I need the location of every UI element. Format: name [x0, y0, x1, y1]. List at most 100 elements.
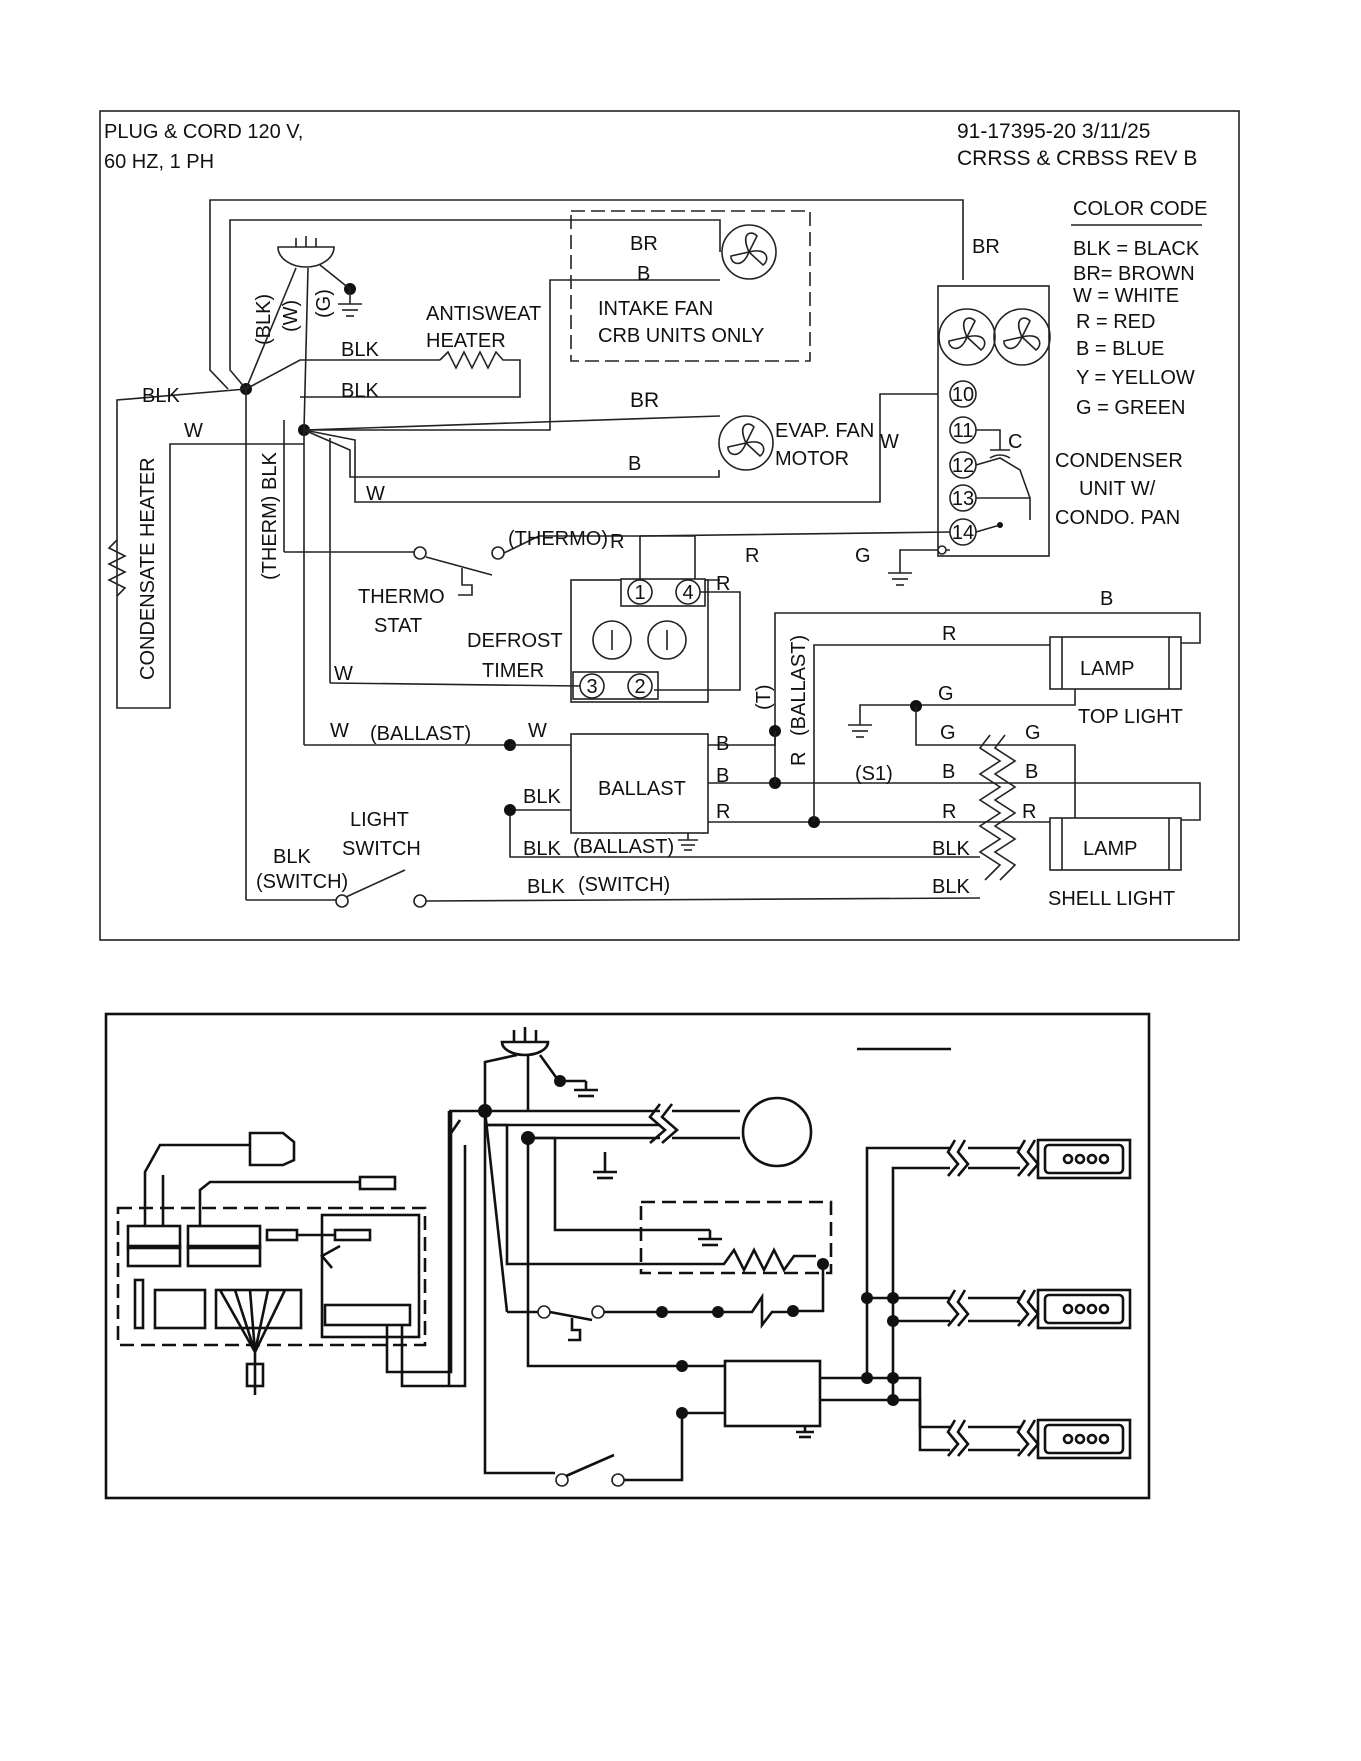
- condenser-terminal: 11: [949, 416, 977, 444]
- svg-text:14: 14: [952, 522, 974, 544]
- wire-label-b: B: [1025, 761, 1038, 783]
- wire-b-evap: [303, 429, 720, 478]
- timer-terminal: 4: [675, 579, 701, 605]
- wire-label-blk: BLK: [932, 876, 970, 898]
- wire-r-timer: [654, 591, 741, 691]
- antisweat-heater-icon: [300, 350, 521, 398]
- wire-label-br: BR: [630, 233, 658, 255]
- timer-dial-icon: [647, 620, 687, 660]
- wire-label-b: B: [716, 733, 729, 755]
- ground-wire: [319, 264, 351, 290]
- pointer-arrow-icon: [319, 1244, 341, 1269]
- svg-text:10: 10: [952, 384, 974, 406]
- wire-w-condenser: [303, 393, 950, 503]
- terminal-block: [126, 1244, 182, 1268]
- wire-label-g: G: [1025, 722, 1041, 744]
- wire-trunk-switch: [483, 1111, 555, 1475]
- wire-b-intake: [304, 279, 720, 431]
- svg-text:13: 13: [952, 488, 974, 510]
- wire-blk-antisweat: [245, 359, 440, 390]
- ballast-box: [570, 733, 709, 834]
- ground-icon: [593, 1170, 617, 1180]
- ground-icon: [848, 724, 872, 738]
- fuse-icon: [333, 1228, 372, 1242]
- condenser-ground-terminal: [937, 545, 947, 555]
- wire-label-blk: BLK: [259, 452, 281, 490]
- wire-label-blk: BLK: [142, 385, 180, 407]
- condenser-sublabel: CONDO. PAN: [1055, 507, 1180, 529]
- top-lamp-label: LAMP: [1080, 658, 1134, 680]
- lamp-fixture-icon: [1036, 1138, 1132, 1180]
- timer-terminal: 1: [627, 579, 653, 605]
- harness-wire: [253, 1289, 270, 1353]
- shell-light-label: SHELL LIGHT: [1048, 888, 1175, 910]
- blk-lead: [245, 267, 297, 390]
- ground-icon: [888, 572, 912, 586]
- light-switch-contact: [413, 894, 427, 908]
- wire-label-g: G: [938, 683, 954, 705]
- top-lamp-box: [1049, 636, 1182, 690]
- defrost-timer-sublabel: TIMER: [482, 660, 544, 682]
- condenser-sublabel: UNIT W/: [1079, 478, 1156, 500]
- connector-break-icon: [978, 734, 1002, 881]
- connector-break-icon: [648, 1103, 667, 1144]
- capacitor-icon: [989, 449, 1011, 459]
- condenser-terminal: 10: [949, 380, 977, 408]
- power-plug-icon: [500, 1027, 550, 1057]
- intake-fan-icon: [721, 224, 777, 280]
- wire-lamp-feed: [820, 1166, 950, 1402]
- wire-label-blk: BLK: [932, 838, 970, 860]
- wire-label-blk: BLK: [341, 339, 379, 361]
- wire-label-r: R: [788, 752, 810, 766]
- evap-fan-sublabel: MOTOR: [775, 448, 849, 470]
- ballast-junction: [504, 804, 516, 816]
- wire-label-g: G: [855, 545, 871, 567]
- thermostat-contact: [413, 546, 427, 560]
- wire-br-evap: [303, 415, 721, 431]
- light-switch-contact: [555, 1473, 569, 1487]
- wire-b-lamp-shell: [708, 782, 1201, 821]
- plug-ground-lead: [538, 1054, 560, 1081]
- harness-wire: [253, 1289, 287, 1353]
- svg-text:1: 1: [634, 582, 645, 604]
- fan-motor-icon: [741, 1096, 813, 1168]
- wire-label-r: R: [942, 623, 956, 645]
- terminal-block: [186, 1224, 262, 1250]
- ground-icon: [605, 1228, 722, 1247]
- wire-r-lamp-top: [813, 644, 1050, 822]
- wire-label-thermo: (THERMO): [508, 528, 608, 550]
- condenser-terminal: 12: [949, 451, 977, 479]
- thermostat-sublabel: STAT: [374, 615, 422, 637]
- wire-label-blk: BLK: [273, 846, 311, 868]
- antisweat-heater-label: ANTISWEAT: [426, 303, 541, 325]
- wire-label-r: R: [745, 545, 759, 567]
- harness-connector-icon: [245, 1362, 265, 1388]
- wire-label-w: W: [184, 420, 203, 442]
- wire-trunk: [485, 1123, 540, 1266]
- harness-wire: [233, 1289, 257, 1353]
- capacitor-wire: [975, 457, 1031, 499]
- wire-label-switch: (SWITCH): [256, 871, 348, 893]
- harness-wire: [218, 1289, 257, 1395]
- plug-lead: [483, 1053, 518, 1111]
- break-switch-icon: [718, 1292, 790, 1329]
- color-code-item: R = RED: [1076, 311, 1155, 333]
- condenser-switch-contact: [997, 522, 1003, 528]
- wire-g-top: [859, 689, 1076, 725]
- antisweat-heater-sublabel: HEATER: [426, 330, 506, 352]
- terminal-strip: [323, 1303, 412, 1327]
- thermostat-switch-icon: [549, 1310, 593, 1322]
- timer-module: [320, 1213, 421, 1339]
- thermostat-switch-icon: [425, 556, 493, 576]
- evap-fan-icon: [718, 415, 774, 471]
- wire-r-condenser: [639, 531, 951, 592]
- wire-label-r: R: [716, 573, 730, 595]
- thermostat-bulb-icon: [568, 1318, 582, 1342]
- color-code-item: G = GREEN: [1076, 397, 1185, 419]
- wire-condensate-heater: [116, 388, 304, 709]
- timer-terminal: 3: [579, 673, 605, 699]
- condenser-fan-icon: [993, 308, 1051, 366]
- wire-label-therm: (THERM): [259, 496, 281, 580]
- heater-box: [639, 1200, 833, 1275]
